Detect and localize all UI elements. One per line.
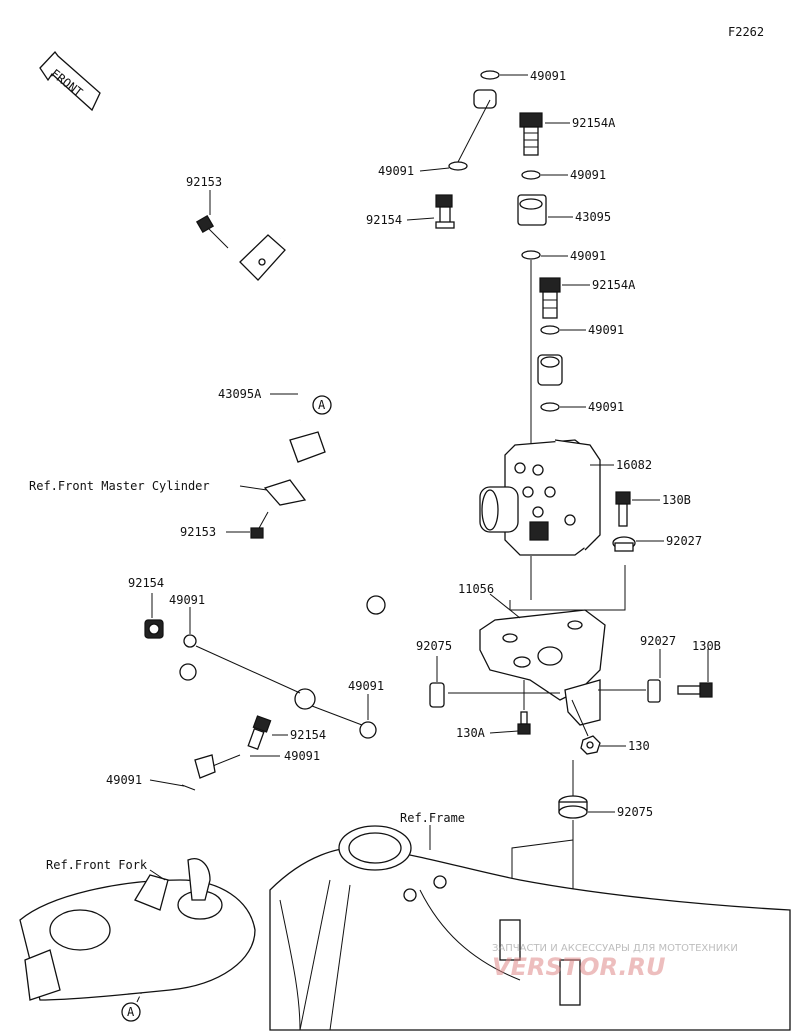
- bracket-11056: [479, 609, 606, 726]
- bolt-92154A-mid: [539, 277, 561, 319]
- part-label-49091-d: 49091: [570, 249, 606, 263]
- upper-banjo-fitting: [448, 70, 500, 171]
- part-label-49091-b: 49091: [378, 164, 414, 178]
- bolt-92153-top: [195, 214, 229, 249]
- bolt-130A: [517, 711, 531, 735]
- part-label-130: 130: [628, 739, 650, 753]
- part-label-92075-a: 92075: [416, 639, 452, 653]
- part-label-130B-a: 130B: [662, 493, 691, 507]
- ref-a-bottom: A: [127, 1005, 135, 1019]
- part-label-92154-left: 92154: [128, 576, 164, 590]
- bolt-92154-low: [247, 715, 272, 751]
- watermark-line2: VERSTOR.RU: [492, 953, 666, 981]
- bolt-92154-top: [435, 194, 455, 229]
- part-label-49091-i: 49091: [284, 749, 320, 763]
- part-label-49091-h: 49091: [348, 679, 384, 693]
- ref-a-top: A: [318, 398, 326, 412]
- part-label-49091-f: 49091: [588, 400, 624, 414]
- figure-id: F2262: [728, 25, 764, 39]
- part-label-49091-e: 49091: [588, 323, 624, 337]
- banjo-mid: [537, 354, 563, 386]
- grommet-92075-a: [429, 682, 445, 708]
- collar-92027-b: [647, 679, 661, 703]
- part-label-92027-a: 92027: [666, 534, 702, 548]
- part-label-49091-c: 49091: [570, 168, 606, 182]
- part-label-92027-b: 92027: [640, 634, 676, 648]
- part-label-49091-g: 49091: [169, 593, 205, 607]
- frame-section: [269, 825, 791, 1031]
- part-label-92153-top: 92153: [186, 175, 222, 189]
- part-label-92153-mid: 92153: [180, 525, 216, 539]
- leader-lines: [149, 74, 709, 881]
- ref-marker-a-bottom: A: [121, 1002, 141, 1022]
- lower-brake-hoses: [175, 438, 378, 767]
- ref-master-cylinder-label: Ref.Front Master Cylinder: [29, 479, 210, 493]
- grommet-92075-b: [558, 795, 588, 819]
- ref-fork-label: Ref.Front Fork: [46, 858, 148, 872]
- front-fork-bracket: [19, 858, 256, 1001]
- ref-frame-label: Ref.Frame: [400, 811, 465, 825]
- part-label-43095A: 43095A: [218, 387, 262, 401]
- part-label-92154-top: 92154: [366, 213, 402, 227]
- part-label-92154A-b: 92154A: [592, 278, 636, 292]
- abs-unit-16082: [479, 439, 601, 556]
- part-label-11056: 11056: [458, 582, 494, 596]
- watermark-line1: ЗАПЧАСТИ И АКСЕССУАРЫ ДЛЯ МОТОТЕХНИКИ: [492, 943, 738, 954]
- part-label-49091-a: 49091: [530, 69, 566, 83]
- bolt-130B-a: [615, 491, 631, 527]
- front-arrow-icon: FRONT: [39, 50, 101, 112]
- part-label-92075-b: 92075: [617, 805, 653, 819]
- middle-brake-hose: [297, 284, 546, 421]
- part-label-130B-b: 130B: [692, 639, 721, 653]
- ref-marker-a-top: A: [312, 395, 332, 415]
- bolt-130B-b: [677, 682, 713, 698]
- watermark: ЗАПЧАСТИ И АКСЕССУАРЫ ДЛЯ МОТОТЕХНИКИ VE…: [492, 943, 738, 981]
- part-label-43095: 43095: [575, 210, 611, 224]
- hose-joint-43095: [517, 194, 547, 226]
- bolt-92154-left: [144, 619, 164, 639]
- part-label-49091-j: 49091: [106, 773, 142, 787]
- bolt-92154A-top: [519, 112, 543, 156]
- part-label-92154-low: 92154: [290, 728, 326, 742]
- bolt-92153-mid: [250, 511, 269, 539]
- part-label-130A: 130A: [456, 726, 486, 740]
- nut-130: [580, 735, 601, 755]
- upper-brake-hose: [239, 89, 531, 281]
- part-label-16082: 16082: [616, 458, 652, 472]
- part-label-92154A-a: 92154A: [572, 116, 616, 130]
- hose-clamp-43095A: [263, 431, 326, 506]
- collar-92027-a: [612, 536, 636, 552]
